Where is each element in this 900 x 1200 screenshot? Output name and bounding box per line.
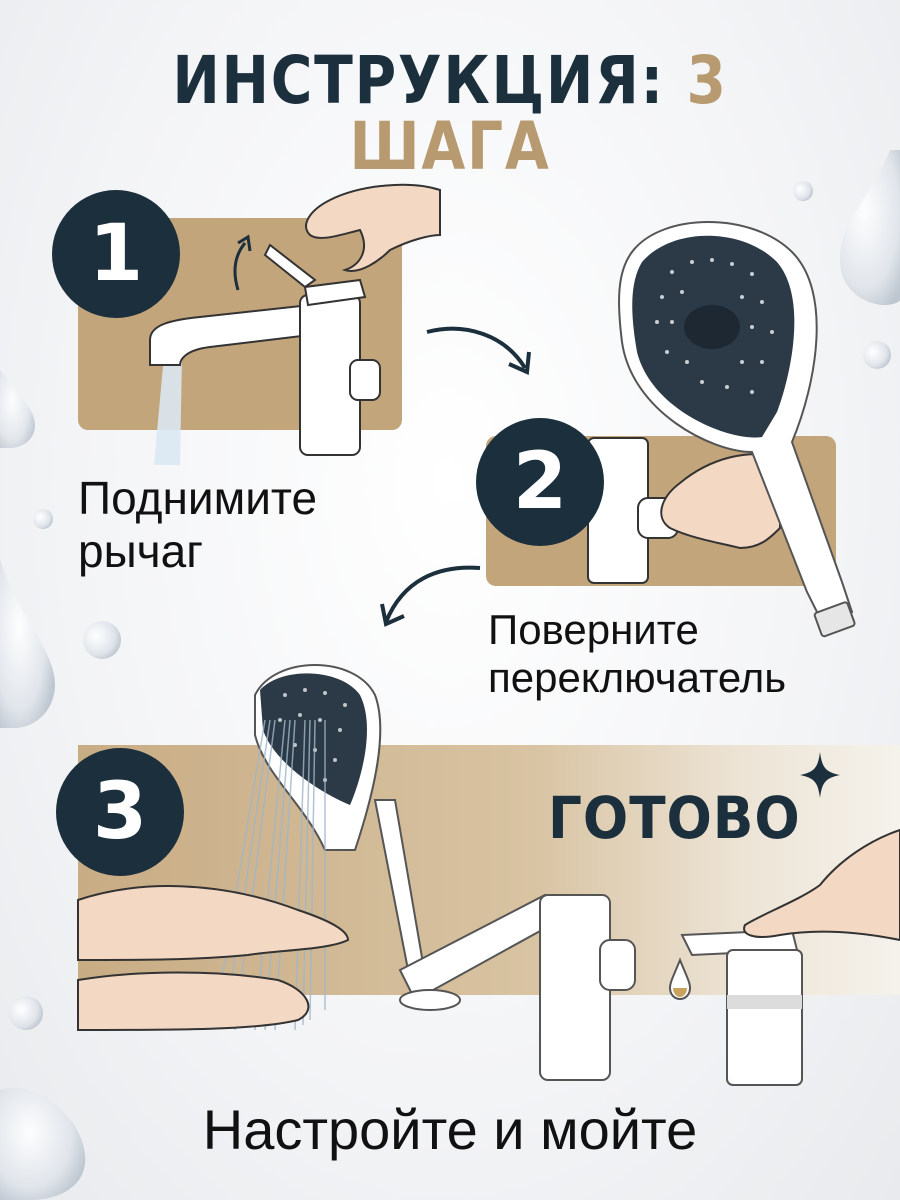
water-drop-icon <box>840 150 900 305</box>
step-1-caption: Поднимите рычаг <box>78 472 317 578</box>
page-title: ИНСТРУКЦИЯ: 3 ШАГА <box>63 48 837 180</box>
water-drop-icon <box>0 560 55 728</box>
step-2-caption-line-1: Поверните <box>488 606 699 653</box>
hand-icon <box>77 885 350 1032</box>
water-drop-icon <box>0 370 35 448</box>
hand-icon <box>305 183 441 272</box>
water-drop-icon <box>83 621 121 659</box>
hand-icon <box>660 453 781 550</box>
step-3-badge: 3 <box>56 748 184 876</box>
done-label: ГОТОВО <box>548 784 801 852</box>
step-3-caption-line-1: Настройте и мойте <box>202 1098 698 1161</box>
curved-arrow-icon <box>380 565 481 627</box>
title-part-1: ИНСТРУКЦИЯ: <box>172 42 665 119</box>
hand-icon <box>743 828 900 942</box>
water-drop-icon <box>863 341 891 369</box>
faucet-icon <box>373 799 636 1081</box>
dispenser-icon <box>680 928 803 1086</box>
step-3-caption: Настройте и мойте <box>0 1098 900 1162</box>
step-2-caption: Поверните переключатель <box>488 606 786 703</box>
title-part-2: 3 ШАГА <box>349 42 728 185</box>
step-3-number: 3 <box>92 767 148 857</box>
step-1-caption-line-1: Поднимите <box>78 472 318 524</box>
step-2-badge: 2 <box>476 418 604 546</box>
step-2-number: 2 <box>512 437 568 527</box>
curved-arrow-icon <box>426 326 531 375</box>
water-drop-icon <box>0 1088 86 1200</box>
step-1-number: 1 <box>88 209 144 299</box>
water-drop-icon <box>9 996 43 1030</box>
sparkle-icon <box>800 752 840 798</box>
shower-head-icon <box>618 221 856 638</box>
faucet-icon <box>149 234 381 465</box>
step-1-caption-line-2: рычаг <box>78 524 203 577</box>
shower-head-icon <box>254 664 382 851</box>
water-drop-icon <box>668 957 692 1001</box>
step-2-caption-line-2: переключатель <box>488 654 787 702</box>
step-1-badge: 1 <box>52 190 180 318</box>
done-label-text: ГОТОВО <box>548 784 801 852</box>
water-drop-icon <box>793 181 813 201</box>
water-drop-icon <box>33 509 53 529</box>
